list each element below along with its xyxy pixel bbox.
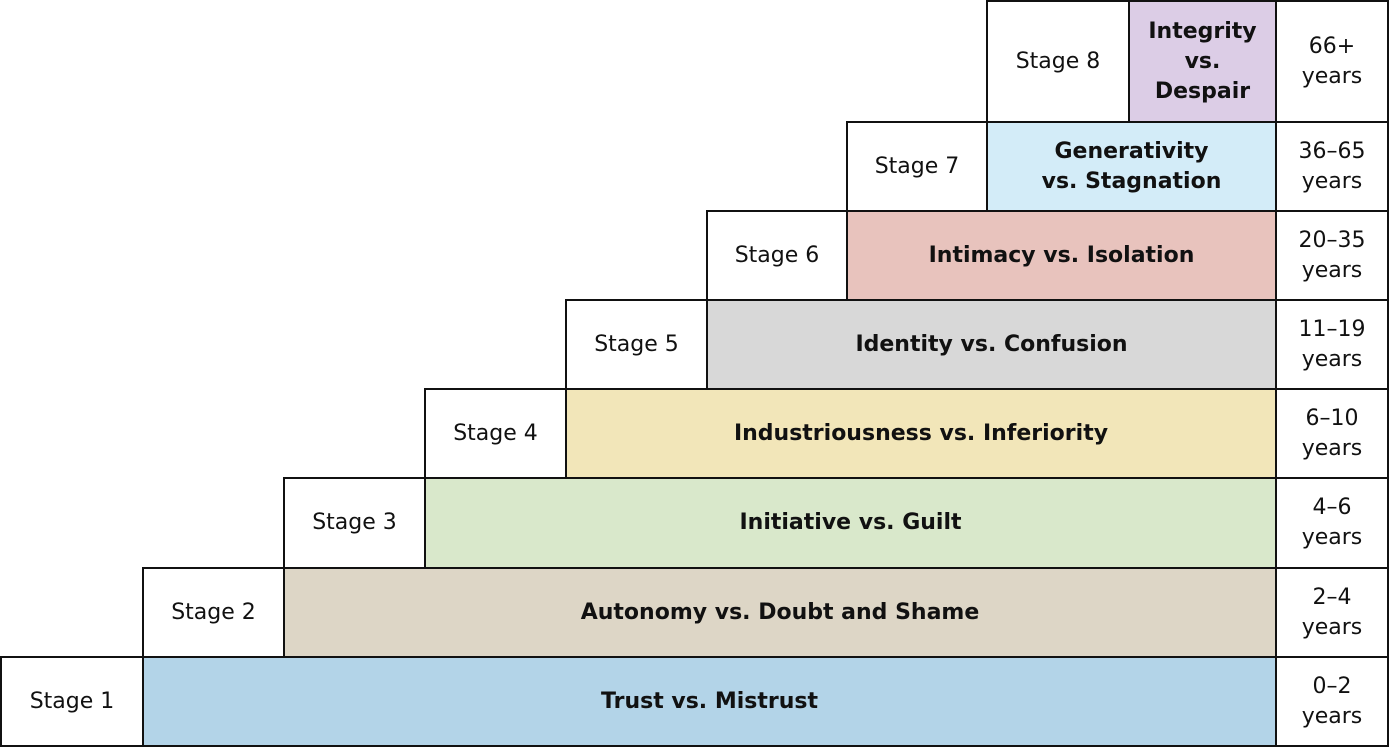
stage-7-label: Stage 7 — [846, 121, 988, 212]
stage-5-crisis: Identity vs. Confusion — [706, 299, 1277, 390]
stage-7-crisis: Generativity vs. Stagnation — [986, 121, 1277, 212]
stage-1-crisis: Trust vs. Mistrust — [142, 656, 1277, 747]
stage-3-crisis: Initiative vs. Guilt — [424, 477, 1277, 569]
stage-8-label: Stage 8 — [986, 0, 1130, 123]
stage-5-label: Stage 5 — [565, 299, 708, 390]
stage-4-age: 6–10 years — [1275, 388, 1389, 479]
stage-2-age: 2–4 years — [1275, 567, 1389, 658]
stage-4-crisis: Industriousness vs. Inferiority — [565, 388, 1277, 479]
stage-8-age: 66+ years — [1275, 0, 1389, 123]
stage-5-age: 11–19 years — [1275, 299, 1389, 390]
stage-7-age: 36–65 years — [1275, 121, 1389, 212]
stage-6-label: Stage 6 — [706, 210, 848, 301]
stage-8-crisis: Integrity vs. Despair — [1128, 0, 1277, 123]
stage-6-crisis: Intimacy vs. Isolation — [846, 210, 1277, 301]
stage-6-age: 20–35 years — [1275, 210, 1389, 301]
stage-3-label: Stage 3 — [283, 477, 426, 569]
stage-1-label: Stage 1 — [0, 656, 144, 747]
stage-2-crisis: Autonomy vs. Doubt and Shame — [283, 567, 1277, 658]
stage-2-label: Stage 2 — [142, 567, 285, 658]
stage-3-age: 4–6 years — [1275, 477, 1389, 569]
stage-1-age: 0–2 years — [1275, 656, 1389, 747]
stage-4-label: Stage 4 — [424, 388, 567, 479]
